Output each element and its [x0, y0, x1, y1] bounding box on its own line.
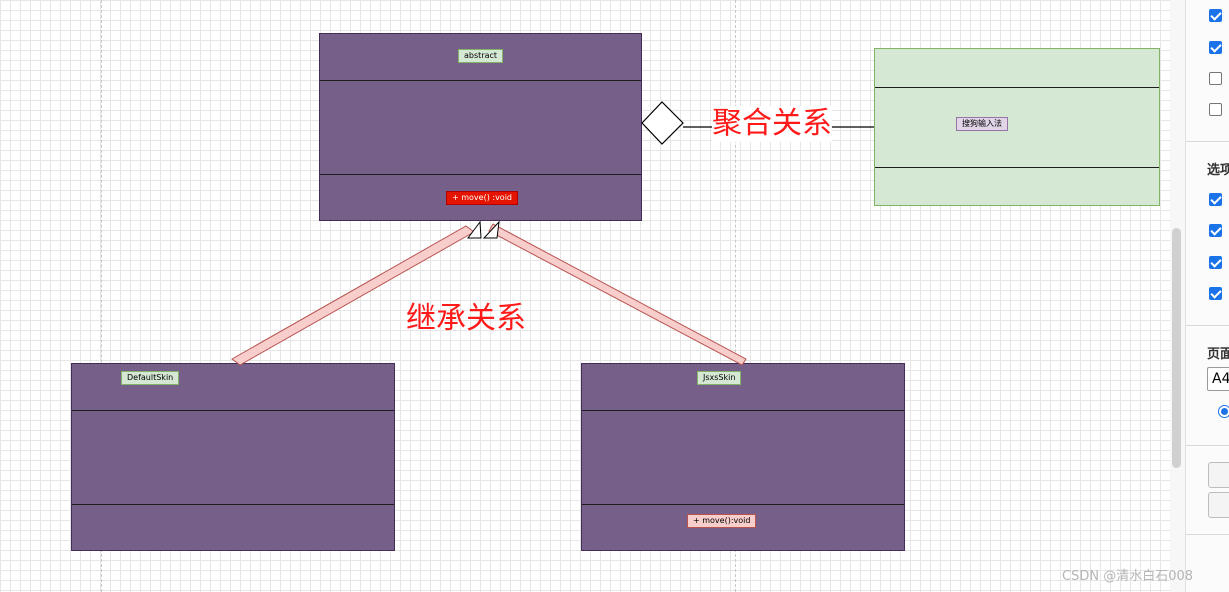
option-checkbox[interactable] [1209, 256, 1222, 269]
jsxs-move-method[interactable]: + move():void [687, 514, 757, 528]
inheritance-line-default-skin[interactable] [231, 225, 475, 366]
abstract-class-box[interactable] [319, 33, 642, 221]
jsxs-skin-class-name[interactable]: JsxsSkin [697, 371, 742, 385]
page-boundary-line [735, 0, 736, 592]
watermark: CSDN @清水白石008 [1062, 569, 1194, 584]
option-checkbox[interactable] [1209, 103, 1222, 116]
class-divider [875, 167, 1159, 168]
default-skin-class-name[interactable]: DefaultSkin [121, 371, 180, 385]
option-checkbox[interactable] [1209, 193, 1222, 206]
class-divider [72, 410, 394, 411]
panel-button[interactable] [1208, 492, 1229, 518]
class-divider [582, 410, 904, 411]
option-checkbox[interactable] [1209, 9, 1222, 22]
class-divider [582, 504, 904, 505]
panel-divider [1186, 141, 1229, 142]
input-method-class-box[interactable] [874, 48, 1160, 206]
abstract-class-name[interactable]: abstract [458, 49, 504, 63]
option-checkbox[interactable] [1209, 41, 1222, 54]
class-divider [875, 87, 1159, 88]
input-method-class-name[interactable]: 搜狗输入法 [956, 117, 1008, 131]
aggregation-diamond-icon [641, 101, 684, 145]
inheritance-line-jsxs-skin[interactable] [488, 223, 747, 366]
page-heading: 页面 [1207, 347, 1229, 362]
page-boundary-line [101, 0, 102, 592]
options-heading: 选项 [1207, 163, 1229, 178]
option-checkbox[interactable] [1209, 72, 1222, 85]
default-skin-class-box[interactable] [71, 363, 395, 551]
abstract-move-method[interactable]: + move() :void [446, 191, 518, 205]
class-divider [320, 80, 641, 81]
panel-button[interactable] [1208, 462, 1229, 488]
class-divider [320, 174, 641, 175]
aggregation-label[interactable]: 聚合关系 [712, 106, 832, 142]
class-divider [72, 504, 394, 505]
orientation-radio[interactable] [1218, 405, 1229, 418]
connector-layer [231, 101, 874, 366]
inheritance-label[interactable]: 继承关系 [406, 301, 526, 336]
option-checkbox[interactable] [1209, 224, 1222, 237]
inheritance-arrowhead-icon [482, 220, 500, 239]
inheritance-arrowhead-icon [467, 220, 482, 239]
panel-divider [1186, 445, 1229, 446]
panel-divider [1186, 325, 1229, 326]
option-checkbox[interactable] [1209, 287, 1222, 300]
page-size-select[interactable]: A4 [1207, 367, 1229, 391]
diagram-canvas[interactable]: abstract + move() :void 搜狗输入法 DefaultSki… [0, 0, 1170, 592]
scrollbar-thumb[interactable] [1172, 228, 1181, 468]
panel-divider [1186, 534, 1229, 535]
